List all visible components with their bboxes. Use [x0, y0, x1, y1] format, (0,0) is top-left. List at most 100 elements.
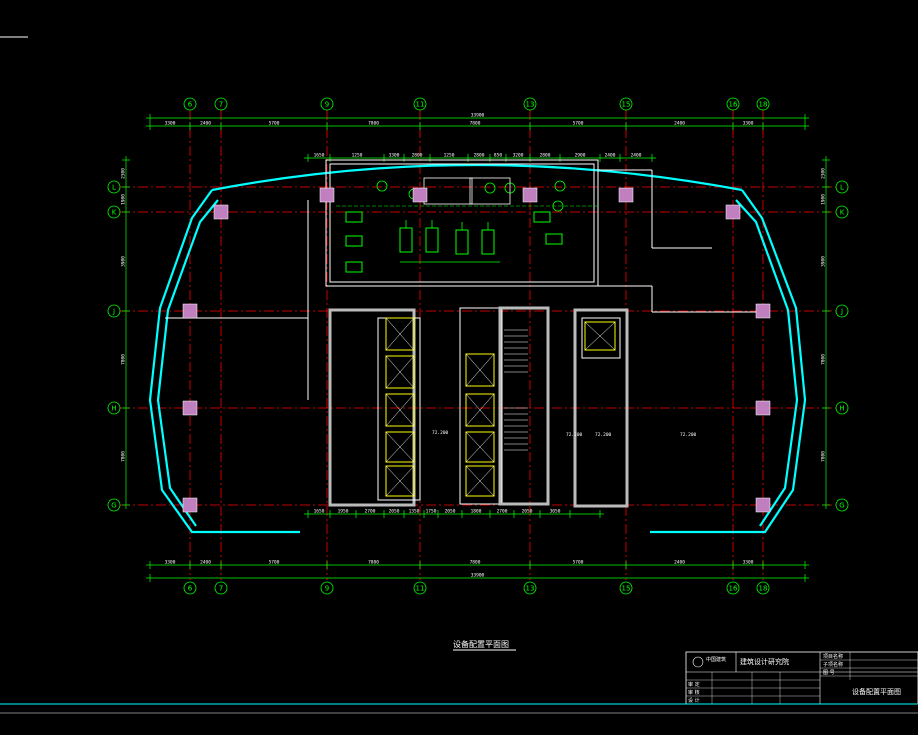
- axis-bubble: [183, 581, 197, 595]
- column: [213, 204, 229, 220]
- company-name: 中国建筑: [706, 656, 726, 663]
- pipe-fitting: [484, 182, 496, 194]
- dim-bottom-text: 7800: [368, 560, 379, 566]
- water-tank: [469, 177, 511, 205]
- dim-upper-text: 850: [494, 153, 502, 159]
- shaft-cross: [385, 317, 415, 351]
- dim-upper-text: 2400: [631, 153, 642, 159]
- axis-bubble: [619, 581, 633, 595]
- dim-core-text: 2700: [497, 509, 508, 515]
- column: [182, 400, 198, 416]
- pump-unit: [455, 229, 469, 255]
- elevator-shaft: [465, 465, 495, 497]
- axis-bubble: [726, 581, 740, 595]
- axis-bubble: [320, 97, 334, 111]
- pump-unit: [399, 227, 413, 253]
- axis-label: 13: [526, 101, 535, 109]
- axis-bubble: [835, 304, 849, 318]
- dim-left-text: 7800: [121, 451, 127, 462]
- dim-upper-text: 2800: [474, 153, 485, 159]
- axis-bubble: [320, 581, 334, 595]
- company-logo: [692, 656, 704, 668]
- dim-left-text: 7800: [121, 354, 127, 365]
- column: [182, 497, 198, 513]
- axis-label: J: [840, 308, 843, 316]
- valve-unit: [345, 235, 363, 247]
- water-tank: [423, 177, 473, 205]
- axis-label: 16: [729, 585, 738, 593]
- tb-drawing-name: 设备配置平面图: [852, 687, 901, 696]
- design-institute: 建筑设计研究院: [740, 657, 789, 666]
- dim-core-text: 2050: [522, 509, 533, 515]
- axis-bubble: [107, 401, 121, 415]
- axis-bubble: [756, 581, 770, 595]
- drawing-title: 设备配置平面图: [453, 639, 509, 649]
- axis-label: 7: [219, 585, 223, 593]
- valve-unit: [545, 233, 563, 245]
- axis-label: 6: [188, 101, 193, 109]
- valve-unit: [345, 261, 363, 273]
- axis-bubble: [107, 205, 121, 219]
- dim-core-text: 1800: [471, 509, 482, 515]
- dim-top-text: 5700: [573, 121, 584, 127]
- structural-columns: [182, 187, 771, 513]
- shaft-cross: [584, 321, 616, 351]
- column: [755, 400, 771, 416]
- axis-label: 18: [759, 585, 768, 593]
- dim-top-text: 2400: [200, 121, 211, 127]
- axis-bubble: [835, 205, 849, 219]
- axis-label: L: [112, 184, 116, 192]
- tb-row-label: 设 计: [688, 697, 700, 704]
- dim-core-text: 3050: [550, 509, 561, 515]
- dim-upper-text: 2900: [575, 153, 586, 159]
- axis-bubble: [619, 97, 633, 111]
- shaft-cross: [465, 431, 495, 463]
- valve-unit: [345, 211, 363, 223]
- pump-unit: [425, 227, 439, 253]
- level-label: 72.200: [595, 432, 612, 438]
- column: [725, 204, 741, 220]
- tb-row-label: 审 核: [688, 689, 700, 696]
- shaft-cross: [465, 353, 495, 387]
- dim-core-text: 1950: [338, 509, 349, 515]
- column: [755, 303, 771, 319]
- axis-bubble: [107, 498, 121, 512]
- axis-label: K: [112, 209, 117, 217]
- dim-upper-text: 3200: [513, 153, 524, 159]
- column: [182, 303, 198, 319]
- axis-bubble: [726, 97, 740, 111]
- valve-unit: [533, 211, 551, 223]
- dim-core-text: 2050: [389, 509, 400, 515]
- axis-bubble: [413, 97, 427, 111]
- dim-upper-text: 2800: [540, 153, 551, 159]
- dim-right-text: 1900: [821, 194, 827, 205]
- column: [618, 187, 634, 203]
- pipe-fitting: [376, 180, 388, 192]
- axis-bubble: [835, 180, 849, 194]
- axis-label: G: [839, 502, 844, 510]
- axis-label: H: [839, 405, 844, 413]
- dim-left-text: 1900: [121, 194, 127, 205]
- level-label: 72.200: [566, 432, 583, 438]
- dim-upper-text: 1650: [314, 153, 325, 159]
- dim-top-text: 7800: [368, 121, 379, 127]
- elevator-shaft: [385, 465, 415, 497]
- axis-label: 13: [526, 585, 535, 593]
- tb-row-label: 审 定: [688, 681, 700, 688]
- axis-label: 9: [325, 585, 329, 593]
- dim-right-text: 7800: [821, 354, 827, 365]
- shaft-cross: [465, 465, 495, 497]
- dim-right-text: 7800: [821, 451, 827, 462]
- axis-bubble: [214, 97, 228, 111]
- elevator-shaft: [584, 321, 616, 351]
- dim-bottom-text: 3300: [165, 560, 176, 566]
- axis-bubble: [214, 581, 228, 595]
- dim-right-text: 3900: [821, 256, 827, 267]
- pipe-fitting: [554, 180, 566, 192]
- axis-bubble: [413, 581, 427, 595]
- axis-bubble: [183, 97, 197, 111]
- elevator-shaft: [465, 393, 495, 427]
- dim-bottom-text: 2400: [200, 560, 211, 566]
